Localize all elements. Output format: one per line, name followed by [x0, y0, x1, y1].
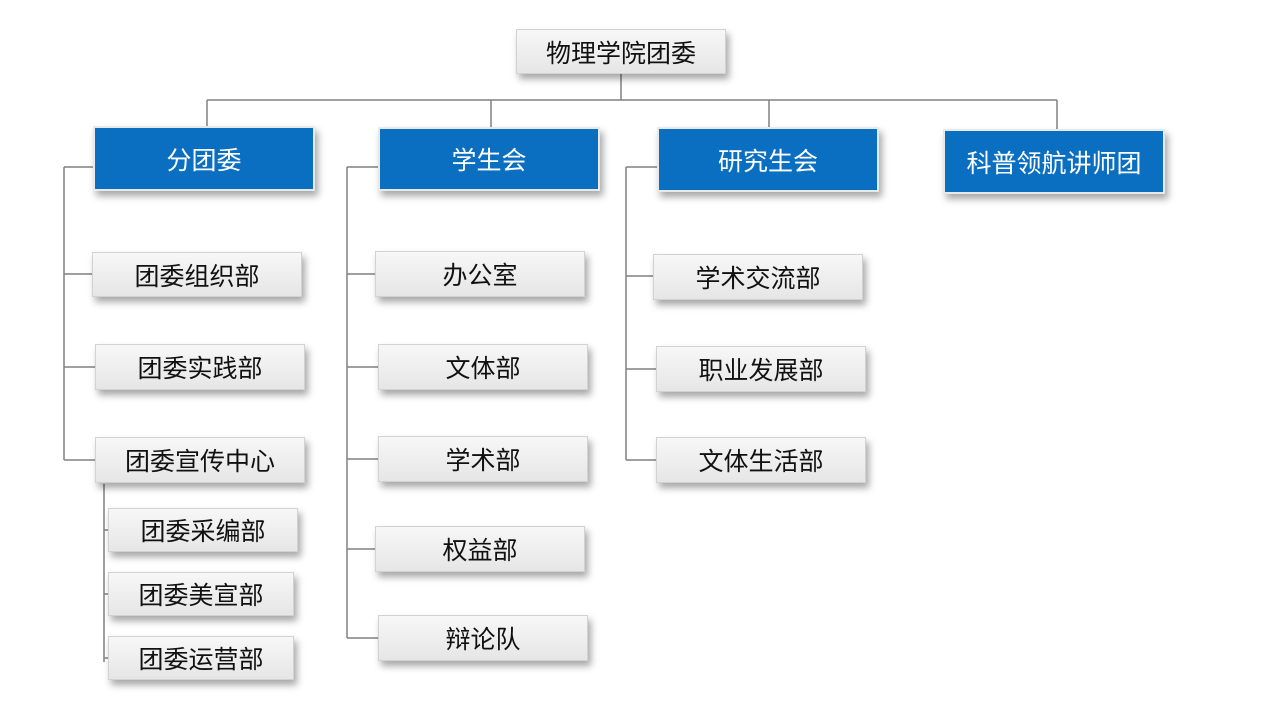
branch-header-yanjiushenghui: 研究生会 — [657, 127, 879, 192]
branch-header-kepu: 科普领航讲师团 — [943, 129, 1165, 194]
node-tuanwei-xuanchuan: 团委宣传中心 — [95, 437, 305, 483]
branch-header-xueshenghui: 学生会 — [378, 127, 600, 191]
node-bianlundui: 辩论队 — [378, 615, 588, 661]
node-wenti-shenghuobu: 文体生活部 — [656, 437, 866, 483]
node-xueshu-jiaoliubu: 学术交流部 — [653, 254, 863, 300]
node-tuanwei-shijianbu: 团委实践部 — [95, 344, 305, 390]
branch-header-fentuanwei: 分团委 — [93, 126, 315, 191]
root-node: 物理学院团委 — [516, 29, 726, 74]
node-zhiye-fazhanbu: 职业发展部 — [656, 346, 866, 392]
node-bangongshi: 办公室 — [375, 251, 585, 297]
node-tuanwei-zuzhibu: 团委组织部 — [92, 252, 302, 297]
node-wentibu: 文体部 — [378, 344, 588, 390]
node-tuanwei-yunyingbu: 团委运营部 — [108, 636, 294, 680]
node-quanyibu: 权益部 — [375, 526, 585, 572]
node-tuanwei-caibianbu: 团委采编部 — [108, 508, 298, 552]
node-tuanwei-meixuanbu: 团委美宣部 — [108, 572, 294, 616]
node-xueshubu: 学术部 — [378, 436, 588, 482]
